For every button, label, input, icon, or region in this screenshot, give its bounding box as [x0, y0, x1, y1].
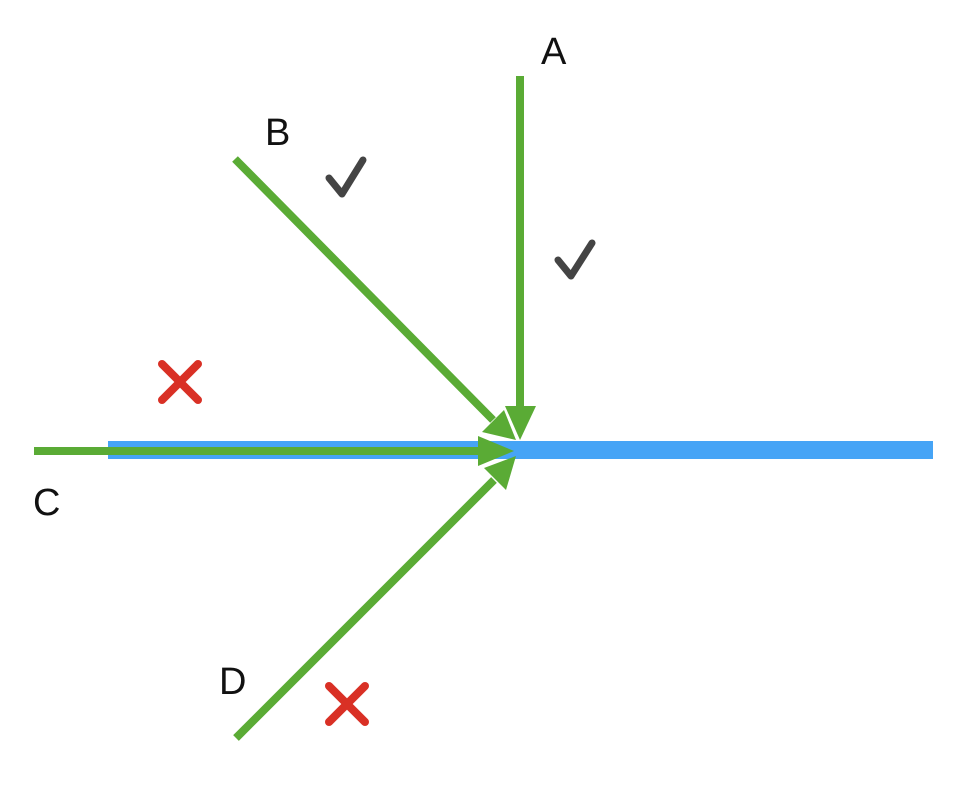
- approach-b: [232, 156, 516, 440]
- approach-d: [233, 456, 516, 741]
- label-b: B: [265, 112, 290, 154]
- approach-c-arrowhead: [478, 436, 514, 466]
- approach-b-arrowhead: [482, 410, 516, 440]
- approach-a: [505, 76, 536, 440]
- approach-b-line: [232, 156, 496, 423]
- approach-d-line: [233, 477, 497, 741]
- label-d: D: [219, 661, 246, 703]
- check-icon-a: [554, 239, 596, 280]
- label-c: C: [33, 482, 60, 524]
- cross-icon-d: [325, 682, 369, 726]
- cross-icon-c: [158, 360, 202, 404]
- approach-c: [34, 436, 514, 466]
- approach-a-arrowhead: [505, 406, 536, 440]
- approach-d-arrowhead: [484, 456, 516, 490]
- label-a: A: [541, 31, 567, 73]
- check-icon-b: [325, 156, 367, 198]
